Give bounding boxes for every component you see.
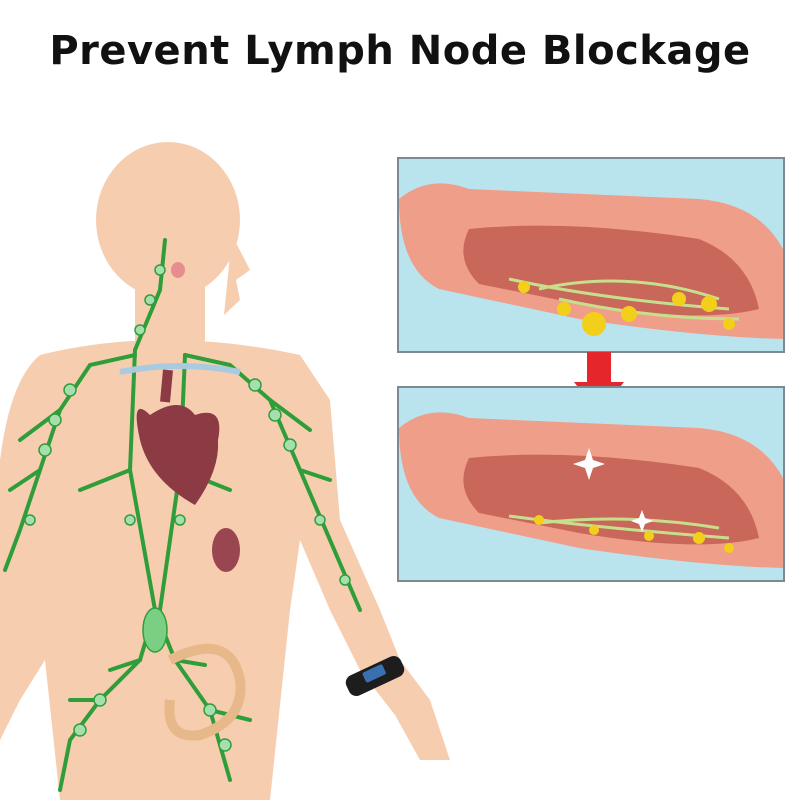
- intestine-icon: [164, 643, 246, 741]
- arm-panel-cleared: [397, 386, 785, 582]
- human-body-lymphatic-icon: [0, 142, 450, 800]
- lymph-nodes: [24, 264, 351, 752]
- page-title: Prevent Lymph Node Blockage: [49, 28, 751, 74]
- arrow-down-icon: [574, 352, 624, 414]
- arm-panel-blocked: [397, 157, 785, 353]
- heart-icon: [119, 363, 241, 505]
- gland-icon: [171, 262, 185, 278]
- spleen-icon: [212, 528, 240, 572]
- arm-illustration-cleared: [399, 388, 783, 580]
- smart-bracelet-icon: [345, 655, 405, 697]
- body-silhouette: [0, 142, 450, 800]
- arm-illustration-blocked: [399, 159, 783, 351]
- sparkle-icon: [573, 448, 653, 532]
